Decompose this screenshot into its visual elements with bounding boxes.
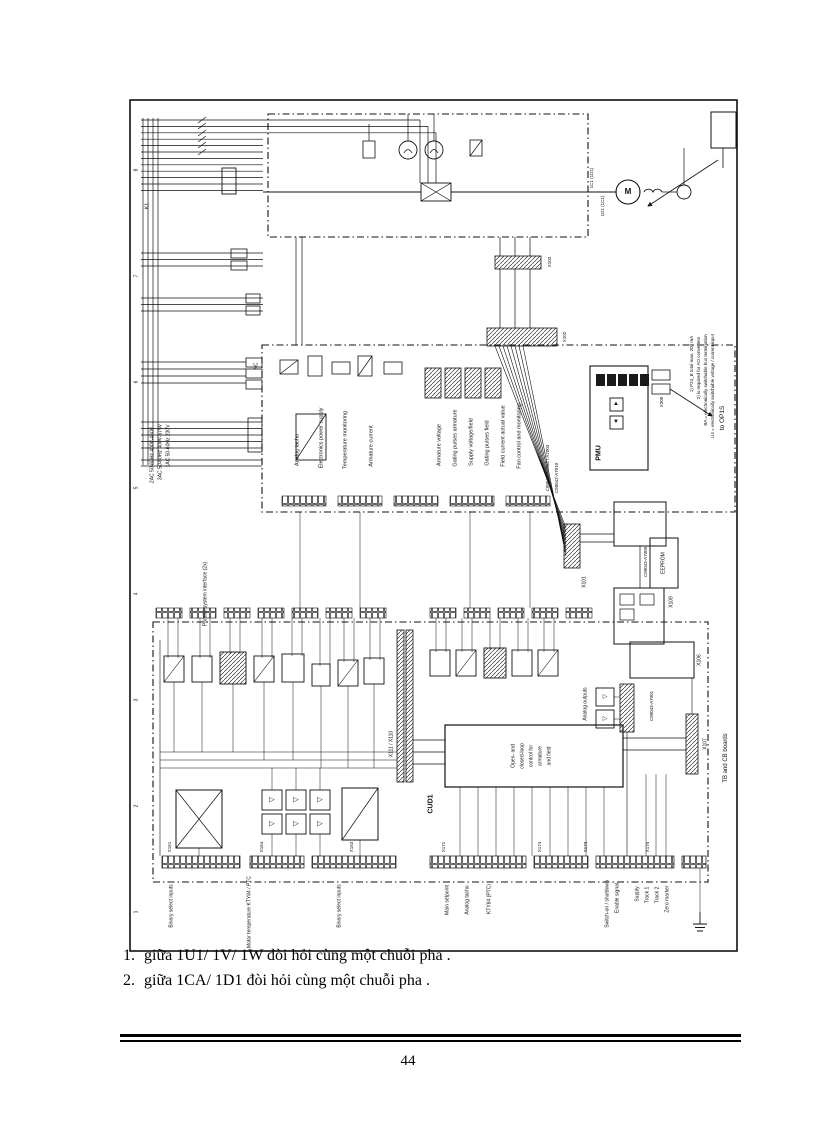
note-text: giữa 1U1/ 1V/ 1W đòi hỏi cùng một chuỗi … <box>144 947 451 964</box>
footer-rule-thick <box>120 1034 741 1037</box>
note-number: 2. <box>123 972 135 989</box>
x101-bundle <box>494 345 567 557</box>
x106-block <box>629 641 695 679</box>
note-line: 1. giữa 1U1/ 1V/ 1W đòi hỏi cùng một chuỗ… <box>123 947 451 965</box>
electronics-section <box>261 344 736 513</box>
analog-output-block <box>595 687 615 707</box>
schematic-svg <box>129 99 738 952</box>
drop-lines <box>167 512 555 666</box>
opamp-block <box>261 789 283 811</box>
ground-symbol <box>693 868 707 932</box>
lower-key <box>609 415 624 430</box>
diagram-frame <box>129 99 738 952</box>
fan-symbol <box>398 140 418 160</box>
ribbon-connector <box>486 327 558 347</box>
control-board-section <box>152 621 709 883</box>
note-line: 2. giữa 1CA/ 1D1 đòi hỏi cùng một chuỗi p… <box>123 972 451 990</box>
footer-rule-thin <box>120 1040 741 1042</box>
opamp-block <box>285 813 307 835</box>
ribbon-connector <box>494 255 542 270</box>
raise-key <box>609 397 624 412</box>
connector-lines <box>580 533 641 588</box>
motor-symbol <box>615 179 641 205</box>
interface-block <box>613 501 667 547</box>
page-number: 44 <box>400 1053 416 1069</box>
x109-block <box>613 587 665 645</box>
supply-lines <box>141 116 263 467</box>
notes-list: 1. giữa 1U1/ 1V/ 1W đòi hỏi cùng một chuỗ… <box>123 947 451 997</box>
opamp-block <box>285 789 307 811</box>
power-section <box>263 113 724 238</box>
mid-connector-row <box>155 607 593 619</box>
opamp-block <box>261 813 283 835</box>
op1s-connector <box>651 369 713 417</box>
x101-connector <box>563 523 581 569</box>
note-number: 1. <box>123 947 135 964</box>
note-text: giữa 1CA/ 1D1 đòi hỏi cùng một chuỗi pha… <box>144 972 430 989</box>
opamp-block <box>309 813 331 835</box>
opamp-block <box>309 789 331 811</box>
x107-connector <box>685 713 699 775</box>
pmu-block <box>589 365 649 471</box>
cud1-control-block <box>444 724 624 788</box>
field-winding-symbol <box>643 188 663 194</box>
terminal-strips <box>161 855 707 869</box>
bus-lines <box>295 237 531 345</box>
